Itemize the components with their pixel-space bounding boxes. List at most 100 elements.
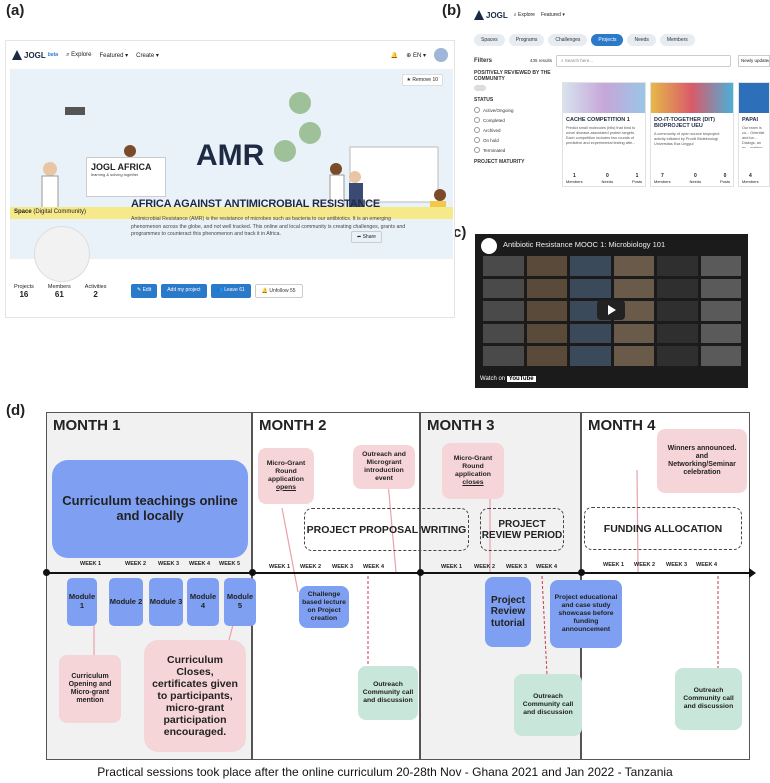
microgrant-opens-underlined: opens [275,483,297,491]
search-icon: ⌕ [561,58,564,63]
week-label: WEEK 1 [603,562,625,568]
notification-icon[interactable]: 🔔 [390,52,399,59]
edit-button[interactable]: ✎ Edit [131,284,158,298]
participant-tile [700,278,741,299]
status-option[interactable]: On hold [474,137,552,143]
search-input[interactable]: ⌕ Search here... [556,55,731,67]
space-description: Antimicrobial Resistance (AMR) is the re… [131,216,406,237]
timeline-dot [249,569,256,576]
card-title: PAPAI [742,117,758,123]
week-label: WEEK 4 [536,564,558,570]
space-type-bar: Space (Digital Community) [10,207,453,219]
funding-allocation-box: FUNDING ALLOCATION [584,507,742,550]
participant-tile [483,256,524,276]
top-nav: JOGL ⌕ Explore Featured ▾ [470,6,770,24]
week-label: WEEK 4 [363,564,385,570]
featured-menu[interactable]: Featured ▾ [99,52,128,59]
month-2-title: MONTH 2 [259,417,327,434]
status-option[interactable]: Terminated [474,147,552,153]
explore-link[interactable]: ⌕ Explore [514,12,535,18]
tab-needs[interactable]: Needs [627,34,656,46]
participant-tile [570,346,611,366]
card-stat-label: Posts [719,179,730,184]
participant-tile [483,323,524,344]
panel-b-explore-projects: JOGL ⌕ Explore Featured ▾ Spaces Program… [470,6,770,211]
curriculum-closes-box: Curriculum Closes, certificates given to… [144,640,246,752]
card-stat-label: Members [654,179,671,184]
participant-tile [483,346,524,366]
reviewed-toggle[interactable] [474,85,486,91]
tab-programs[interactable]: Programs [508,34,545,46]
play-icon[interactable] [597,300,625,320]
project-card[interactable]: PAPAI Our team is co... Grientist and ba… [738,82,770,187]
unfollow-button[interactable]: 🔔 Unfollow 55 [254,284,303,298]
logo-text: JOGL [24,50,46,60]
showcase-box: Project educational and case study showc… [550,580,622,648]
outreach-call-box-month2: Outreach Community call and discussion [358,666,418,720]
card-stat-label: Needs [601,179,614,184]
tab-challenges[interactable]: Challenges [548,34,588,46]
create-menu[interactable]: Create ▾ [136,52,159,59]
panel-c-video[interactable]: Antibiotic Resistance MOOC 1: Microbiolo… [475,234,748,388]
tab-spaces[interactable]: Spaces [474,34,505,46]
explore-tabs: Spaces Programs Challenges Projects Need… [474,34,695,46]
filter-heading-reviewed: POSITIVELY REVIEWED BY THE COMMUNITY [474,70,551,82]
leave-count: 61 [239,287,245,293]
participant-tile [526,323,567,344]
avatar[interactable] [434,48,448,62]
filter-heading-status: STATUS [474,97,494,103]
jogl-logo[interactable]: JOGL [474,10,508,20]
explore-label: Explore [71,51,92,58]
week-label: WEEK 3 [506,564,528,570]
arrow-right-icon [749,568,756,578]
week-label: WEEK 2 [474,564,496,570]
month-4-title: MONTH 4 [588,417,656,434]
card-stat-label: Needs [689,179,702,184]
space-banner: ★ Remove 10 AMR JOGL AFRICA learning & s… [10,69,453,259]
participant-tile [700,301,741,321]
card-stat-label: Posts [631,179,642,184]
status-option[interactable]: Archived [474,127,552,133]
card-image [651,83,733,113]
month-3-title: MONTH 3 [427,417,495,434]
participant-tile [570,256,611,276]
explore-link[interactable]: ⌕ Explore [66,52,91,59]
status-option[interactable]: Completed [474,117,552,123]
card-description: Our team is co... Grientist and ba... Di… [742,126,765,148]
microgrant-closes-text: Micro-Grant Round application [453,455,493,478]
watch-on-youtube[interactable]: Watch on YouTube [480,376,536,382]
add-project-button[interactable]: Add my project [161,284,207,298]
timeline-dot [43,569,50,576]
panel-label-b: (b) [442,2,462,19]
tab-projects[interactable]: Projects [591,34,624,46]
share-button[interactable]: ➦ Share [351,231,382,243]
logo-icon [12,50,22,60]
language-label: EN [412,52,422,59]
week-label: WEEK 1 [441,564,463,570]
leave-button[interactable]: 👥 Leave 61 [210,284,251,298]
winners-box: Winners announced. and Networking/Semina… [657,429,747,493]
participant-tile [700,256,741,276]
featured-label: Featured [99,52,124,59]
project-card[interactable]: CACHE COMPETITION 1 Predict small molecu… [562,82,646,187]
participant-tile [613,256,654,276]
youtube-logo: YouTube [506,376,536,382]
search-icon: ⌕ [513,12,517,18]
project-card[interactable]: DO-IT-TOGETHER (DIT) BIOPROJECT UEU A co… [650,82,734,187]
featured-menu[interactable]: Featured ▾ [540,12,565,18]
language-select[interactable]: ⊕ EN ▾ [406,52,426,59]
card-stat-value: 4 [748,173,752,179]
status-option[interactable]: Active/Ongoing [474,107,552,113]
space-avatar [34,226,90,282]
remove-button[interactable]: ★ Remove 10 [401,74,443,86]
sort-select[interactable]: Newly updated [738,55,770,67]
logo-icon [474,10,484,20]
tab-members[interactable]: Members [659,34,695,46]
